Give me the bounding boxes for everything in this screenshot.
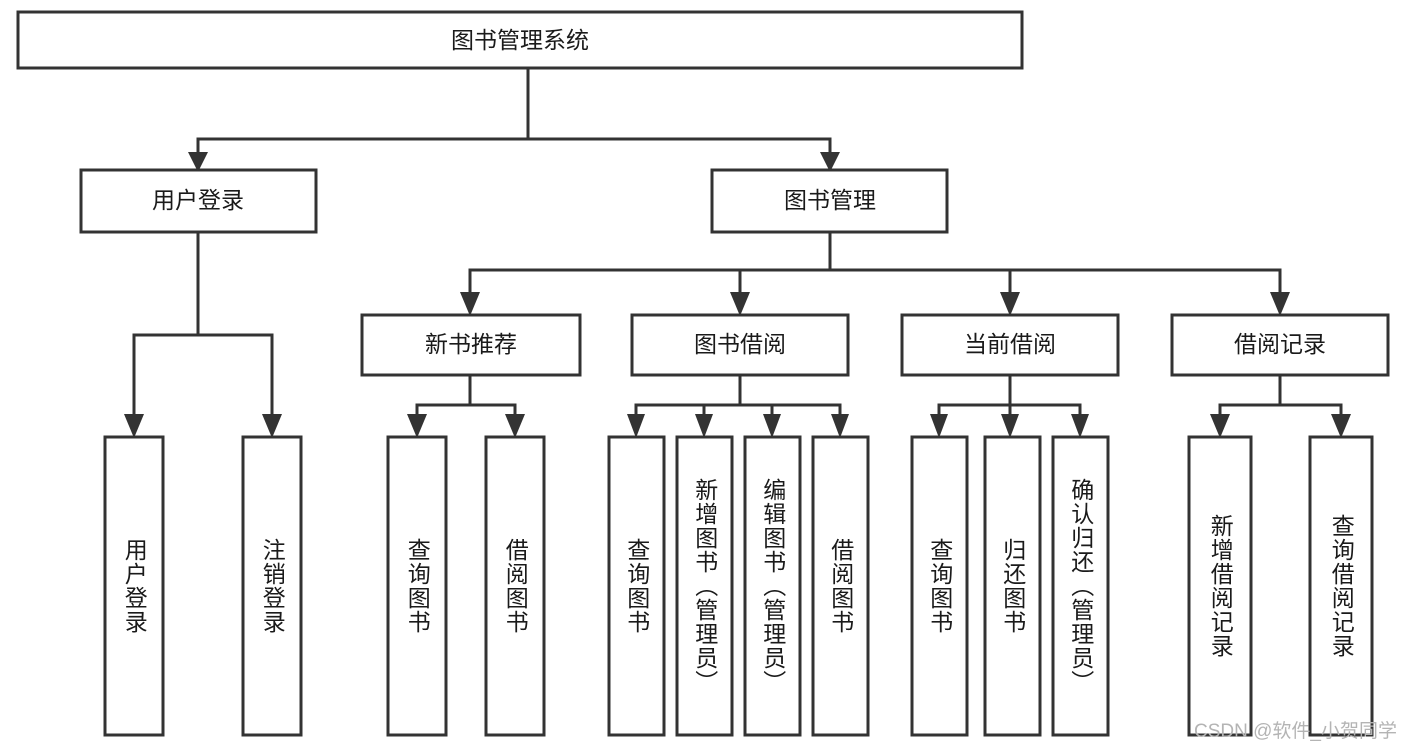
leaf-query-book-borrow-box[interactable] [607,435,666,737]
arrow-head-leaf-borrow-book [831,414,849,438]
node-user-login-label: 用户登录 [152,187,244,213]
arrow-head-leaf-user-logout [262,414,282,438]
node-borrow-record-box[interactable] [1170,313,1390,377]
connector-new-book-rec-to-leaves [407,373,525,438]
leaf-edit-book-box[interactable] [743,435,802,737]
node-new-book-rec-box[interactable] [360,313,582,377]
node-borrow-record-label: 借阅记录 [1234,331,1326,357]
node-borrow-record[interactable]: 借阅记录 [1170,313,1390,377]
node-book-manage[interactable]: 图书管理 [710,168,949,234]
node-new-book-rec[interactable]: 新书推荐 [360,313,582,377]
node-book-manage-label: 图书管理 [784,187,876,213]
leaf-return-book-box[interactable] [983,435,1042,737]
arrow-head-leaf-borrow-book-rec [505,414,525,438]
node-book-borrow-box[interactable] [630,313,850,377]
node-root[interactable]: 图书管理系统 [16,10,1024,70]
node-current-borrow-box[interactable] [900,313,1120,377]
arrow-head-borrow-record [1270,292,1290,316]
leaf-query-record-box[interactable] [1308,435,1374,737]
leaf-confirm-return-box[interactable] [1051,435,1110,737]
node-user-login[interactable]: 用户登录 [79,168,318,234]
leaf-user-login-box[interactable] [103,435,165,737]
leaf-user-logout-box[interactable] [241,435,303,737]
node-new-book-rec-label: 新书推荐 [425,331,517,357]
arrow-head-leaf-confirm-return [1071,414,1089,438]
arrow-head-new-book-rec [460,292,480,316]
leaf-borrow-book-box[interactable] [811,435,870,737]
arrow-head-leaf-edit-book [763,414,781,438]
arrow-head-leaf-add-book [695,414,713,438]
connector-borrow-record-to-leaves [1210,373,1351,438]
arrow-head-leaf-query-book-cur [930,414,948,438]
node-root-box[interactable] [16,10,1024,70]
connector-book-manage-to-level3 [460,230,1290,316]
arrow-head-leaf-return-book [1001,414,1019,438]
arrow-head-book-borrow [730,292,750,316]
arrow-head-current-borrow [1000,292,1020,316]
connector-current-borrow-to-leaves [930,373,1089,438]
node-book-borrow-label: 图书借阅 [694,331,786,357]
connector-root-to-level2 [188,66,840,172]
leaf-query-book-cur-box[interactable] [910,435,969,737]
leaf-add-book-box[interactable] [675,435,734,737]
arrow-head-leaf-query-record [1331,414,1351,438]
connector-book-borrow-to-leaves [627,373,849,438]
leaf-add-record-box[interactable] [1187,435,1253,737]
node-book-manage-box[interactable] [710,168,949,234]
node-current-borrow-label: 当前借阅 [964,331,1056,357]
leaf-query-book-rec-box[interactable] [386,435,448,737]
arrow-head-book-manage [820,152,840,172]
leaf-borrow-book-rec-box[interactable] [484,435,546,737]
arrow-head-user-login [188,152,208,172]
arrow-head-leaf-user-login [124,414,144,438]
node-root-label: 图书管理系统 [451,27,589,53]
node-user-login-box[interactable] [79,168,318,234]
watermark-text: CSDN @软件_小贺同学 [1194,721,1397,742]
arrow-head-leaf-add-record [1210,414,1230,438]
connector-user-login-to-leaves [124,230,282,438]
arrow-head-leaf-query-book-borrow [627,414,645,438]
arrow-head-leaf-query-book-rec [407,414,427,438]
node-book-borrow[interactable]: 图书借阅 [630,313,850,377]
node-current-borrow[interactable]: 当前借阅 [900,313,1120,377]
leaf-boxes [103,435,1374,737]
